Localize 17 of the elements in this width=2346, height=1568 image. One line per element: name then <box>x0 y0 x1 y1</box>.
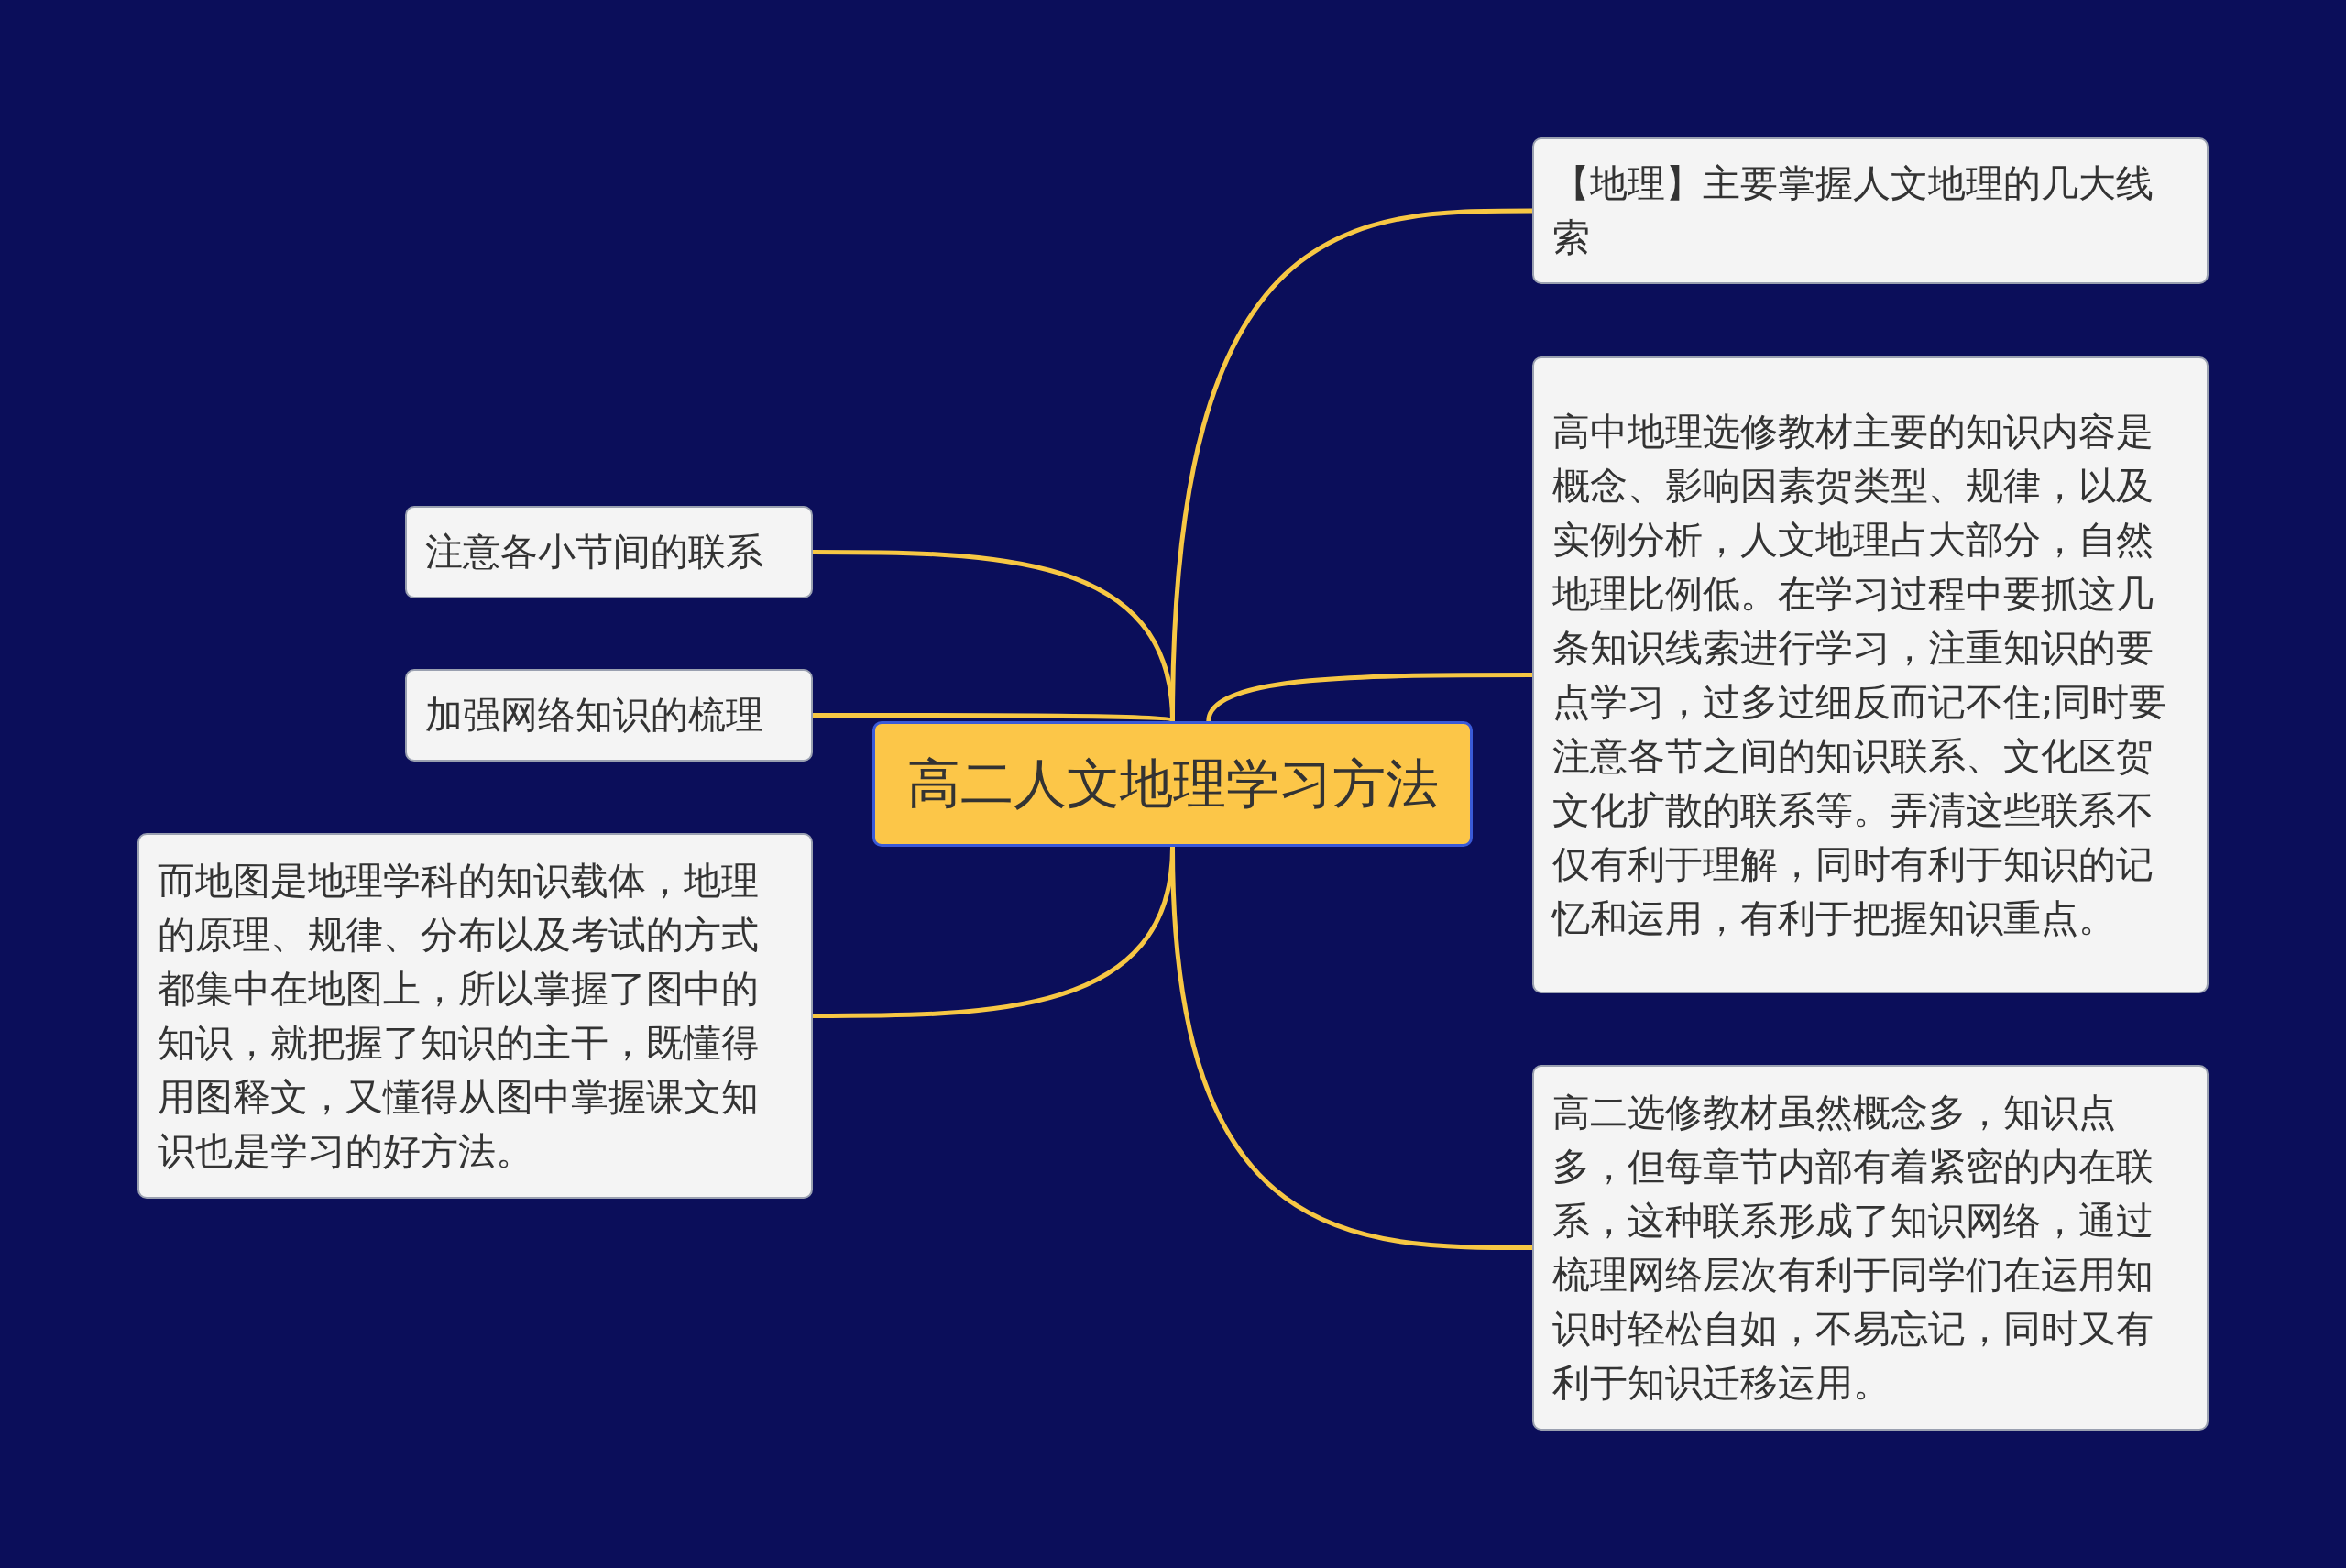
topic-box <box>405 506 813 598</box>
central-topic-text: 高二人文地理学习方法 <box>906 751 1439 817</box>
topic-text: 【地理】主要掌握人文地理的几大线索 <box>1552 160 2154 261</box>
connector-line <box>1206 673 1532 722</box>
topic-text: 注意各小节间的联系 <box>425 529 763 576</box>
topic-box <box>1532 1065 2209 1431</box>
central-topic-box <box>872 721 1473 847</box>
connector-line <box>1170 208 1532 722</box>
topic-text: 高二选修教材虽然概念多，知识点多，但每章节内部有着紧密的内在联系，这种联系形成了知识网络，通过梳理网络层次有利于同学们在运用知识时轻松自如，不易忘记，同时又有利于知识迁移运用。 <box>1552 1089 2154 1407</box>
connector-line <box>1170 846 1532 1250</box>
topic-box <box>405 669 813 762</box>
topic-text: 加强网络知识的梳理 <box>425 692 763 739</box>
topic-box <box>1532 356 2209 993</box>
topic-text: 而地图是地理学科的知识载体，地理的原理、规律、分布以及考试的方式都集中在地图上，所以掌握了图中的知识，就把握了知识的主干，既懂得用图释文，又懂得从图中掌握课文知识也是学习的好方法。 <box>158 857 760 1175</box>
topic-box <box>1532 137 2209 284</box>
topic-text: 高中地理选修教材主要的知识内容是概念、影响因素贺类型、规律，以及实例分析，人文地理占大部分，自然地理比例低。在学习过程中要抓这几条知识线索进行学习，注重知识的要点学习，过多过细反而记不住;同时要注意各节之间的知识联系、文化区贺文化扩散的联系等。弄清这些联系不仅有利于理解，同时有利于知识的记忆和运用，有利于把握知识重点。 <box>1552 408 2167 942</box>
topic-box <box>137 833 813 1199</box>
